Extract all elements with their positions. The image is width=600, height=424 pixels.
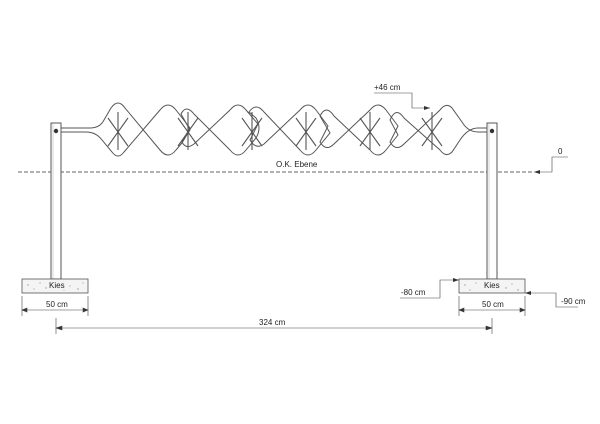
zero-level-label: 0 — [558, 147, 563, 156]
span-dimension — [55, 318, 493, 334]
depth-90-leader — [525, 292, 578, 308]
right-gravel-label: Kies — [484, 281, 500, 290]
right-width-label: 50 cm — [482, 300, 504, 309]
height-46-leader — [374, 92, 430, 109]
right-post-bolt-icon — [489, 128, 495, 134]
right-foundation — [458, 278, 526, 294]
left-foundation — [21, 278, 89, 294]
right-width-dimension — [458, 296, 526, 316]
left-post — [50, 122, 62, 280]
left-gravel-label: Kies — [49, 281, 65, 290]
left-width-dimension — [21, 296, 89, 316]
depth-80-label: -80 cm — [401, 288, 426, 297]
lattice-structure — [61, 102, 487, 157]
zero-arrow-icon — [534, 170, 540, 174]
depth-90-label: -90 cm — [561, 297, 586, 306]
depth-80-arrow-icon — [453, 278, 459, 282]
left-width-label: 50 cm — [46, 300, 68, 309]
depth-90-arrow-icon — [525, 291, 531, 295]
span-label: 324 cm — [259, 318, 286, 327]
depth-80-leader — [400, 279, 459, 299]
left-post-bolt-icon — [53, 128, 59, 134]
ground-level-label: O.K. Ebene — [276, 160, 318, 169]
height-46-arrow-icon — [424, 106, 430, 110]
zero-level-marker — [534, 156, 568, 173]
right-post — [486, 122, 498, 280]
height-46-label: +46 cm — [374, 83, 401, 92]
